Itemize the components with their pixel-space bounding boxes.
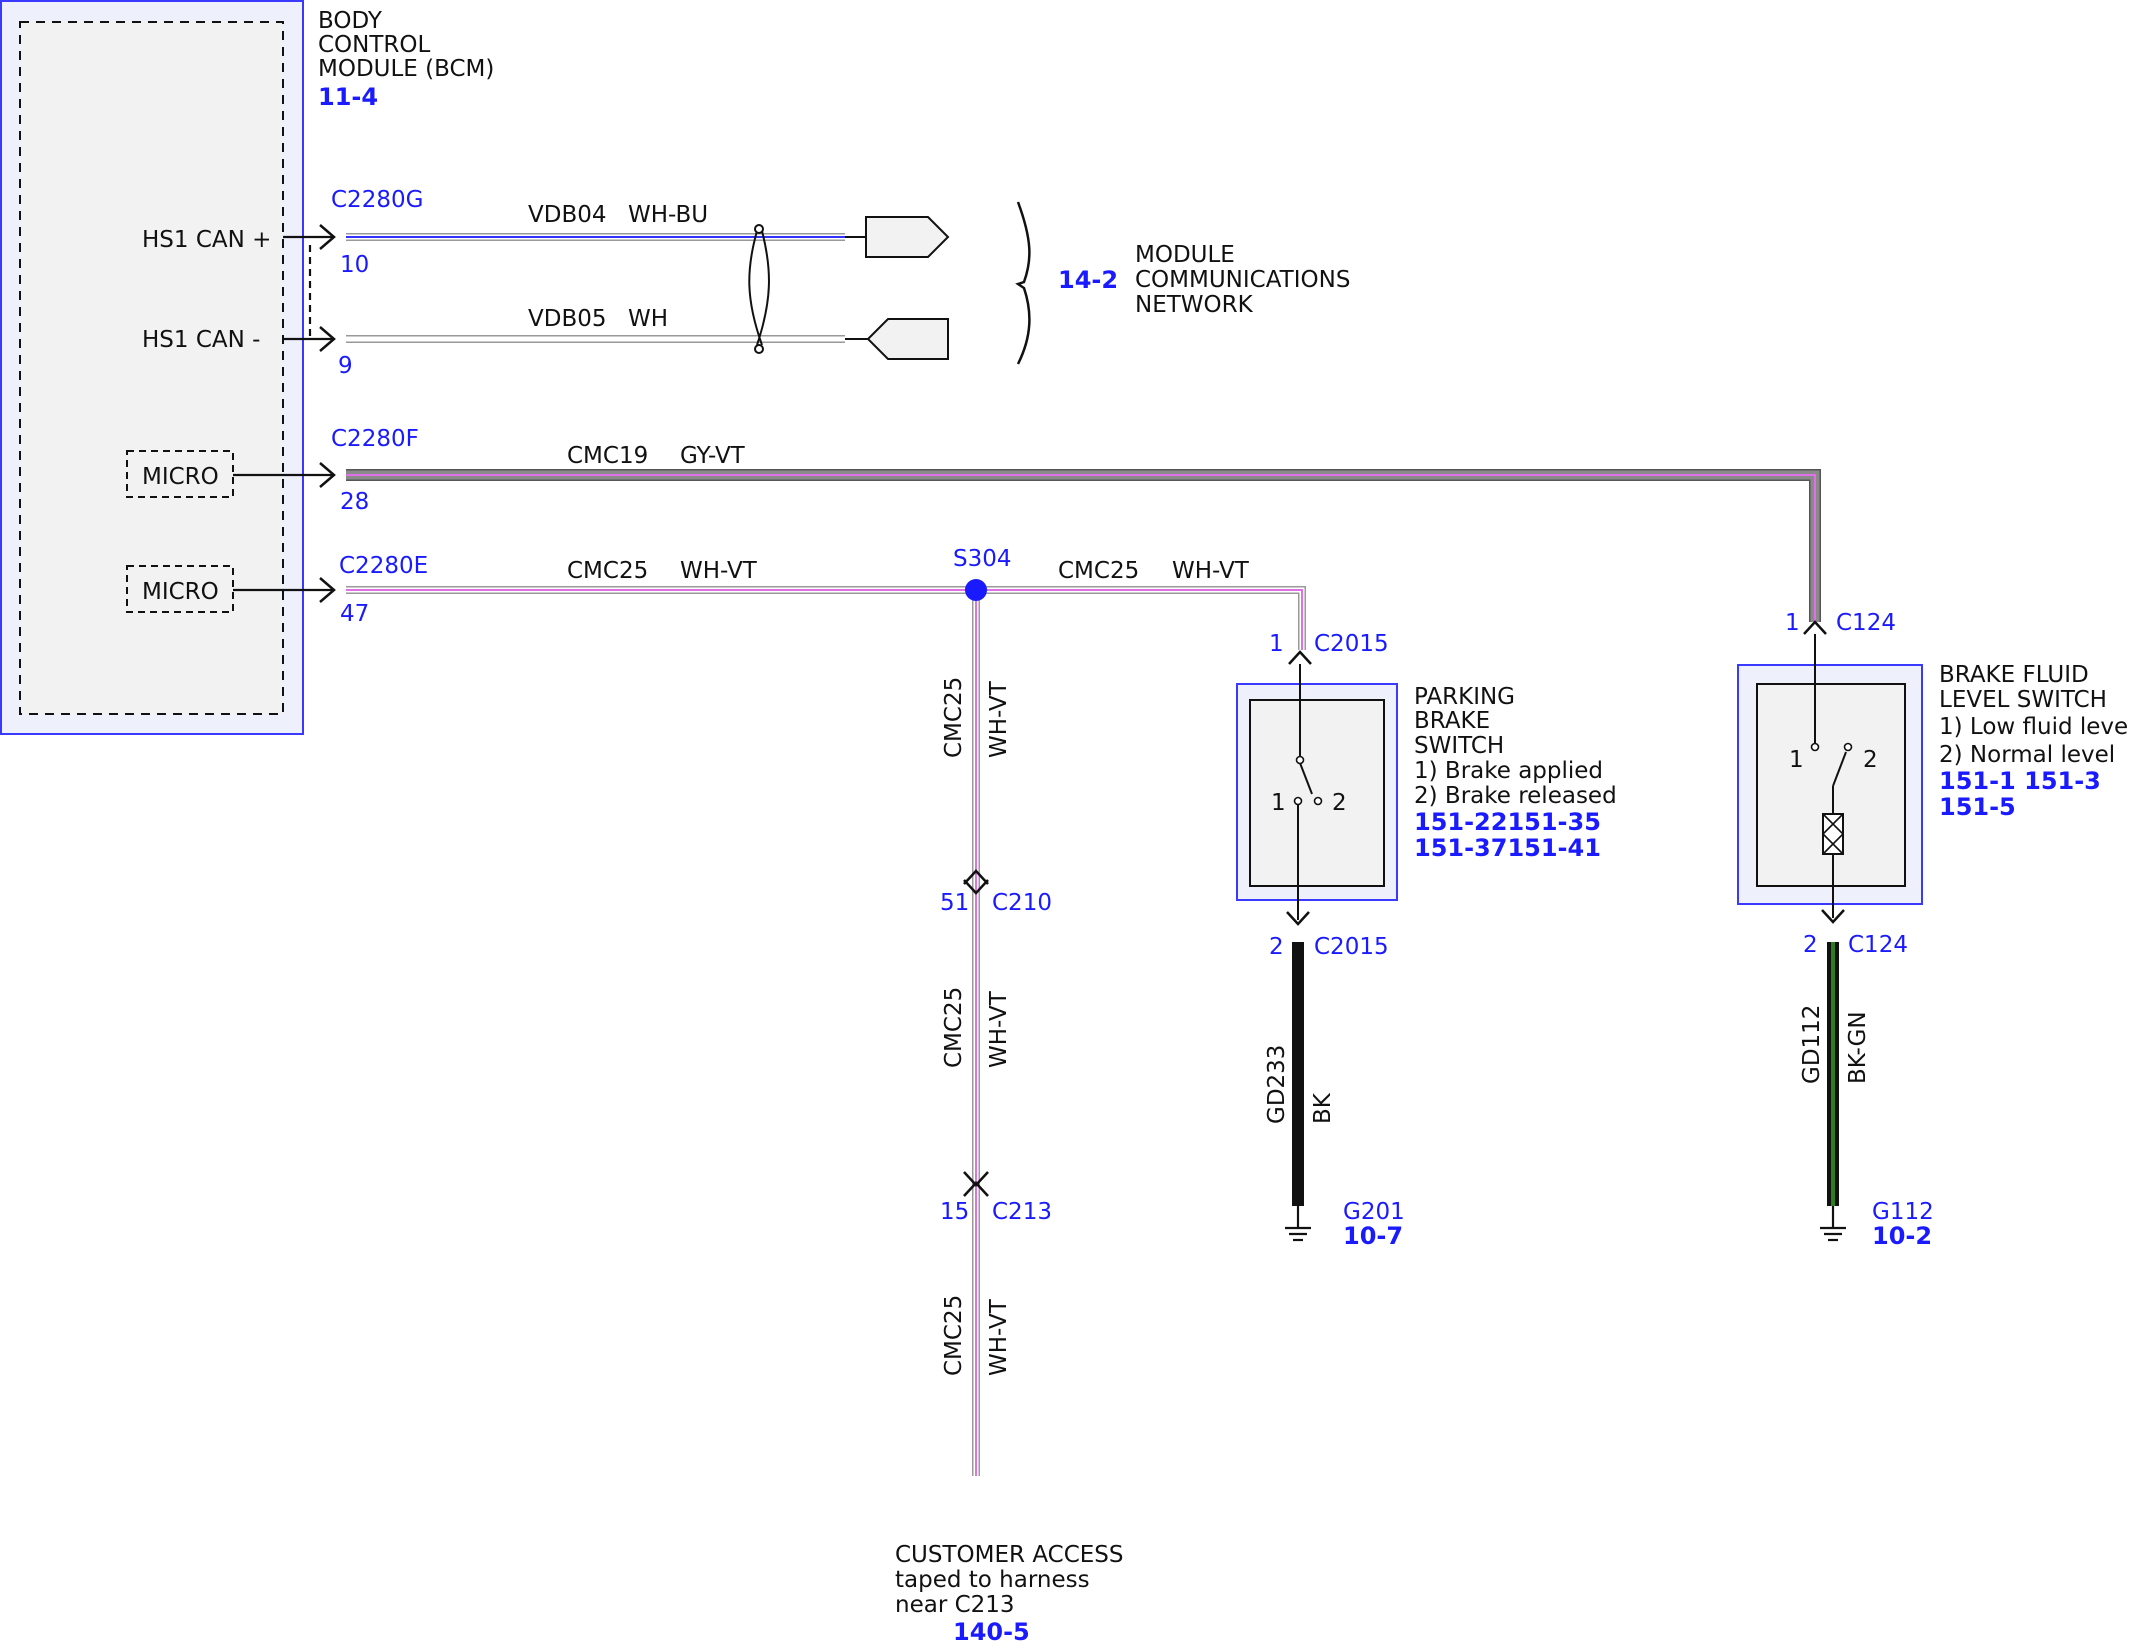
wire-gd233-circuit: GD233 — [1264, 1045, 1290, 1124]
pin-47: 47 — [340, 601, 369, 627]
can-plus-terminal-icon — [865, 216, 950, 258]
pin-28: 28 — [340, 489, 369, 515]
parking-top-pin: 1 — [1269, 631, 1284, 657]
wire-vdb04-color: WH-BU — [628, 202, 708, 228]
c210-pin: 51 — [940, 890, 969, 916]
fluid-top-pin: 1 — [1785, 610, 1800, 636]
float-element-icon — [1822, 813, 1844, 855]
parking-bottom-pin: 2 — [1269, 934, 1284, 960]
bcm-title-line2: CONTROL — [318, 32, 431, 58]
wire-gd233-color: BK — [1310, 1092, 1336, 1124]
wire-cmc25-v3-circuit: CMC25 — [941, 1295, 967, 1376]
parking-bottom-conn: C2015 — [1314, 934, 1389, 960]
can-minus-terminal-icon — [866, 318, 949, 360]
ground-g201-ref[interactable]: 10-7 — [1343, 1222, 1403, 1250]
fluid-top-conn: C124 — [1836, 610, 1896, 636]
wire-cmc25-b-color: WH-VT — [1172, 558, 1250, 584]
customer-access-line3: near C213 — [895, 1592, 1015, 1618]
micro-label-2: MICRO — [142, 579, 219, 605]
bcm-pin-leads — [233, 235, 334, 592]
parking-contact-2: 2 — [1332, 790, 1347, 816]
wire-cmc25-v1-circuit: CMC25 — [941, 677, 967, 758]
parking-title-line2: BRAKE — [1414, 708, 1490, 734]
wire-gd112-color: BK-GN — [1845, 1011, 1871, 1084]
ground-g201-name: G201 — [1343, 1199, 1405, 1225]
fluid-title-line2: LEVEL SWITCH — [1939, 687, 2107, 713]
c213-pin: 15 — [940, 1199, 969, 1225]
parking-title-line3: SWITCH — [1414, 733, 1504, 759]
parking-ref-1[interactable]: 151-22151-35 — [1414, 808, 1601, 836]
fluid-ref-2[interactable]: 151-5 — [1939, 793, 2016, 821]
twisted-pair-icon — [748, 224, 770, 354]
wire-cmc25-v2-color: WH-VT — [986, 990, 1012, 1068]
wire-cmc25-a-circuit: CMC25 — [567, 558, 648, 584]
c210-name: C210 — [992, 890, 1052, 916]
ground-g201-icon — [1285, 1206, 1311, 1242]
bcm-title-line1: BODY — [318, 8, 383, 34]
micro-label-1: MICRO — [142, 464, 219, 490]
vertical-wire-labels: CMC25 WH-VT CMC25 WH-VT CMC25 WH-VT — [941, 677, 1012, 1376]
parking-ref-2[interactable]: 151-37151-41 — [1414, 834, 1601, 862]
network-label-line1: MODULE — [1135, 242, 1235, 268]
network-label-line2: COMMUNICATIONS — [1135, 267, 1350, 293]
network-label-line3: NETWORK — [1135, 292, 1254, 318]
wire-cmc19-color: GY-VT — [680, 443, 746, 469]
parking-brake-switch: 1 2 — [1236, 650, 1398, 926]
fluid-ref-1[interactable]: 151-1 151-3 — [1939, 767, 2101, 795]
micro-box-2 — [126, 565, 234, 613]
pin-hs1-can-plus: HS1 CAN + — [142, 227, 271, 253]
customer-access-ref[interactable]: 140-5 — [953, 1618, 1030, 1644]
fluid-state-1: 1) Low fluid level — [1939, 714, 2130, 740]
wire-cmc25-v2-circuit: CMC25 — [941, 987, 967, 1068]
wire-cmc25-b-circuit: CMC25 — [1058, 558, 1139, 584]
ground-g112-name: G112 — [1872, 1199, 1934, 1225]
connector-c210-icon — [963, 869, 989, 895]
wire-cmc19-circuit: CMC19 — [567, 443, 648, 469]
wire-cmc25-v3-color: WH-VT — [986, 1298, 1012, 1376]
customer-access-line2: taped to harness — [895, 1567, 1090, 1593]
fluid-contact-1: 1 — [1789, 747, 1804, 773]
fluid-contact-2: 2 — [1863, 747, 1878, 773]
wire-cmc25-a-color: WH-VT — [680, 558, 758, 584]
parking-title-line1: PARKING — [1414, 684, 1515, 710]
connector-c2280f: C2280F — [331, 426, 419, 452]
fluid-bottom-conn: C124 — [1848, 932, 1908, 958]
c213-name: C213 — [992, 1199, 1052, 1225]
ground-g112-ref[interactable]: 10-2 — [1872, 1222, 1932, 1250]
bcm-ref[interactable]: 11-4 — [318, 83, 378, 111]
connector-c2280g: C2280G — [331, 187, 423, 213]
ground-g112-icon — [1820, 1206, 1846, 1242]
brake-fluid-switch: 1 2 — [1737, 620, 1923, 924]
connector-c213-icon — [963, 1171, 989, 1197]
wire-cmc25-splice-parking[interactable] — [976, 586, 1306, 650]
wire-cmc25-v1-color: WH-VT — [986, 680, 1012, 758]
parking-state-1: 1) Brake applied — [1414, 758, 1603, 784]
wire-gd112-circuit: GD112 — [1799, 1005, 1825, 1084]
network-ref[interactable]: 14-2 — [1058, 266, 1118, 294]
wire-vdb05-color: WH — [628, 306, 668, 332]
pin-hs1-can-minus: HS1 CAN - — [142, 327, 260, 353]
fluid-state-2: 2) Normal level — [1939, 742, 2115, 768]
micro-box-1 — [126, 450, 234, 498]
parking-state-2: 2) Brake released — [1414, 783, 1617, 809]
parking-top-conn: C2015 — [1314, 631, 1389, 657]
network-brace-icon — [1015, 201, 1031, 365]
splice-s304[interactable] — [965, 579, 987, 601]
fluid-title-line1: BRAKE FLUID — [1939, 662, 2089, 688]
pin-10: 10 — [340, 252, 369, 278]
fluid-bottom-pin: 2 — [1803, 932, 1818, 958]
customer-access-line1: CUSTOMER ACCESS — [895, 1542, 1124, 1568]
connector-c2280e: C2280E — [339, 553, 428, 579]
bcm-title-line3: MODULE (BCM) — [318, 56, 494, 82]
pin-9: 9 — [338, 353, 353, 379]
wire-vdb05-circuit: VDB05 — [528, 306, 607, 332]
bcm-module: BODY CONTROL MODULE (BCM) 11-4 HS1 CAN +… — [0, 0, 494, 735]
wire-vdb04-circuit: VDB04 — [528, 202, 607, 228]
connector-arrows-bcm — [318, 223, 336, 604]
parking-contact-1: 1 — [1271, 790, 1286, 816]
wire-cmc19[interactable] — [346, 469, 1821, 622]
splice-s304-label: S304 — [953, 546, 1012, 572]
